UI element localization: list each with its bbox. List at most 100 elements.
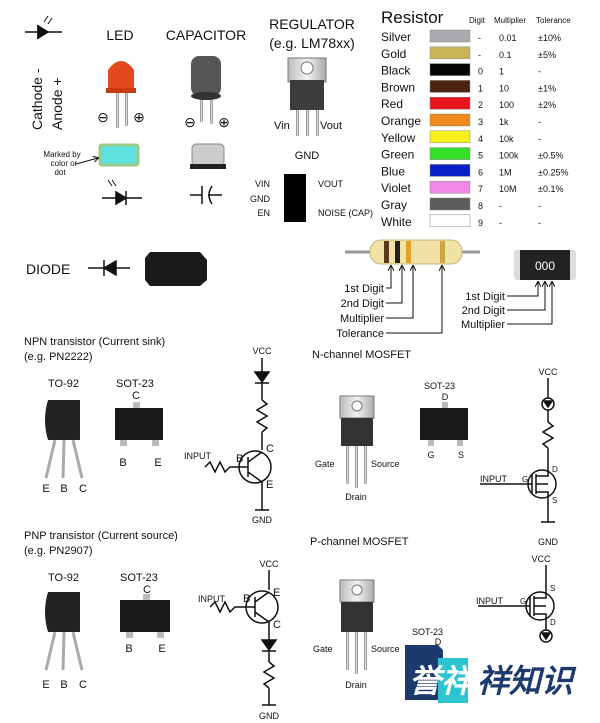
pnp-sot-e: E bbox=[158, 643, 165, 655]
pin-noise: NOISE (CAP) bbox=[318, 208, 373, 218]
multiplier-value: 100 bbox=[499, 100, 514, 110]
pmos-sot23-label: SOT-23 bbox=[412, 627, 443, 637]
diode-symbol-icon bbox=[25, 15, 62, 40]
diode-package-icon bbox=[145, 252, 207, 286]
sot23-icon bbox=[120, 600, 170, 632]
multiplier-value: - bbox=[499, 218, 502, 228]
npn-sot23-label: SOT-23 bbox=[116, 378, 154, 390]
marking-note: Marked by bbox=[43, 150, 80, 159]
color-name: Violet bbox=[381, 181, 411, 195]
smd-label: 2nd Digit bbox=[462, 305, 505, 317]
tolerance-value: ±0.1% bbox=[538, 184, 563, 194]
led-polarity: Cathode - Anode + bbox=[25, 15, 65, 130]
multiplier-value: 10M bbox=[499, 184, 517, 194]
color-name: White bbox=[381, 215, 412, 229]
pnp-title: PNP transistor (Current source) bbox=[24, 530, 178, 542]
tolerance-value: - bbox=[538, 117, 541, 127]
multiplier-value: 100k bbox=[499, 151, 519, 161]
resistor-row: Violet 7 10M ±0.1% bbox=[381, 180, 563, 195]
digit-value: 8 bbox=[478, 201, 483, 211]
drain-label: Drain bbox=[345, 492, 367, 502]
resistor-body-icon bbox=[369, 239, 463, 265]
sot23-icon bbox=[115, 408, 163, 440]
digit-value: 3 bbox=[478, 117, 483, 127]
resistor-row: Silver-0.01±10% bbox=[381, 29, 561, 44]
pin-en: EN bbox=[257, 208, 270, 218]
header-multiplier: Multiplier bbox=[494, 16, 526, 25]
multiplier-value: 0.01 bbox=[499, 33, 517, 43]
multiplier-value: 0.1 bbox=[499, 50, 512, 60]
band-label: 1st Digit bbox=[344, 283, 384, 295]
source-pin-label: S bbox=[552, 496, 557, 505]
digit-value: 0 bbox=[478, 67, 483, 77]
gate-label: Gate bbox=[315, 459, 335, 469]
npn-title: NPN transistor (Current sink) bbox=[24, 336, 165, 348]
color-name: Gray bbox=[381, 198, 407, 212]
to92-icon bbox=[45, 400, 80, 440]
nmos-title: N-channel MOSFET bbox=[312, 349, 411, 361]
marking-note: dot bbox=[54, 168, 66, 177]
pmos-circuit bbox=[478, 565, 555, 643]
sot23-icon bbox=[420, 408, 468, 440]
multiplier-value: 1M bbox=[499, 167, 512, 177]
pin-label: C bbox=[79, 679, 87, 691]
diode-section: DIODE bbox=[26, 252, 207, 286]
collector-label: C bbox=[266, 443, 274, 455]
color-swatch bbox=[429, 96, 471, 110]
cathode-label: Cathode - bbox=[29, 68, 45, 130]
digit-value: 9 bbox=[478, 218, 483, 228]
color-name: Orange bbox=[381, 114, 421, 128]
color-swatch bbox=[429, 180, 471, 194]
gnd-label: GND bbox=[295, 150, 320, 162]
smd-resistor-code: 000 bbox=[535, 259, 555, 273]
pnp-sot23-label: SOT-23 bbox=[120, 572, 158, 584]
cap-minus-icon: ⊖ bbox=[184, 114, 196, 130]
nmos-section: N-channel MOSFET Gate Source Drain SOT-2… bbox=[312, 349, 559, 547]
to220-icon bbox=[341, 418, 373, 446]
regulator-section: REGULATOR (e.g. LM78xx) Vin Vout GND VIN… bbox=[250, 16, 373, 222]
source-label: Source bbox=[371, 459, 400, 469]
capacitor-body-icon bbox=[191, 56, 221, 96]
tolerance-value: ±2% bbox=[538, 100, 556, 110]
input-label: INPUT bbox=[184, 451, 212, 461]
gnd-label: GND bbox=[252, 515, 273, 525]
sot-regulator-icon bbox=[284, 174, 306, 222]
resistor-color-table: Resistor Digit Multiplier Tolerance Silv… bbox=[381, 8, 571, 229]
pmos-sot-d: D bbox=[435, 637, 442, 647]
pnp-sot-b: B bbox=[125, 643, 132, 655]
nmos-sot-s: S bbox=[458, 450, 464, 460]
color-name: Red bbox=[381, 97, 403, 111]
pin-label: B bbox=[60, 679, 67, 691]
digit-value: 7 bbox=[478, 184, 483, 194]
color-name: Black bbox=[381, 64, 411, 78]
color-name: Brown bbox=[381, 80, 415, 94]
digit-value: 2 bbox=[478, 100, 483, 110]
digit-value: - bbox=[478, 33, 481, 43]
multiplier-value: 10k bbox=[499, 134, 514, 144]
color-swatch bbox=[429, 29, 471, 43]
smd-label: Multiplier bbox=[461, 319, 505, 331]
pmos-section: P-channel MOSFET Gate Source Drain SOT-2… bbox=[310, 536, 556, 690]
led-minus-icon: ⊖ bbox=[97, 109, 109, 125]
nmos-sot23-label: SOT-23 bbox=[424, 381, 455, 391]
pin-label: E bbox=[42, 483, 49, 495]
pin-vout: VOUT bbox=[318, 179, 344, 189]
to92-icon bbox=[45, 592, 80, 632]
source-pin-label: S bbox=[550, 584, 555, 593]
pmos-title: P-channel MOSFET bbox=[310, 536, 409, 548]
watermark-logo: 誉 祥 祥知识 bbox=[405, 645, 577, 703]
pin-vin: VIN bbox=[255, 179, 270, 189]
tolerance-value: ±1% bbox=[538, 83, 556, 93]
pin-gnd: GND bbox=[250, 194, 271, 204]
color-name: Gold bbox=[381, 47, 406, 61]
npn-sot-c: C bbox=[132, 390, 140, 402]
led-symbol-icon bbox=[102, 179, 142, 206]
gnd-label: GND bbox=[538, 537, 559, 547]
led-section: LED ⊖ ⊕ Marked by color or dot bbox=[43, 27, 145, 206]
marking-note: color or bbox=[51, 159, 78, 168]
multiplier-value: - bbox=[499, 201, 502, 211]
digit-value: - bbox=[478, 50, 481, 60]
color-name: Blue bbox=[381, 164, 405, 178]
